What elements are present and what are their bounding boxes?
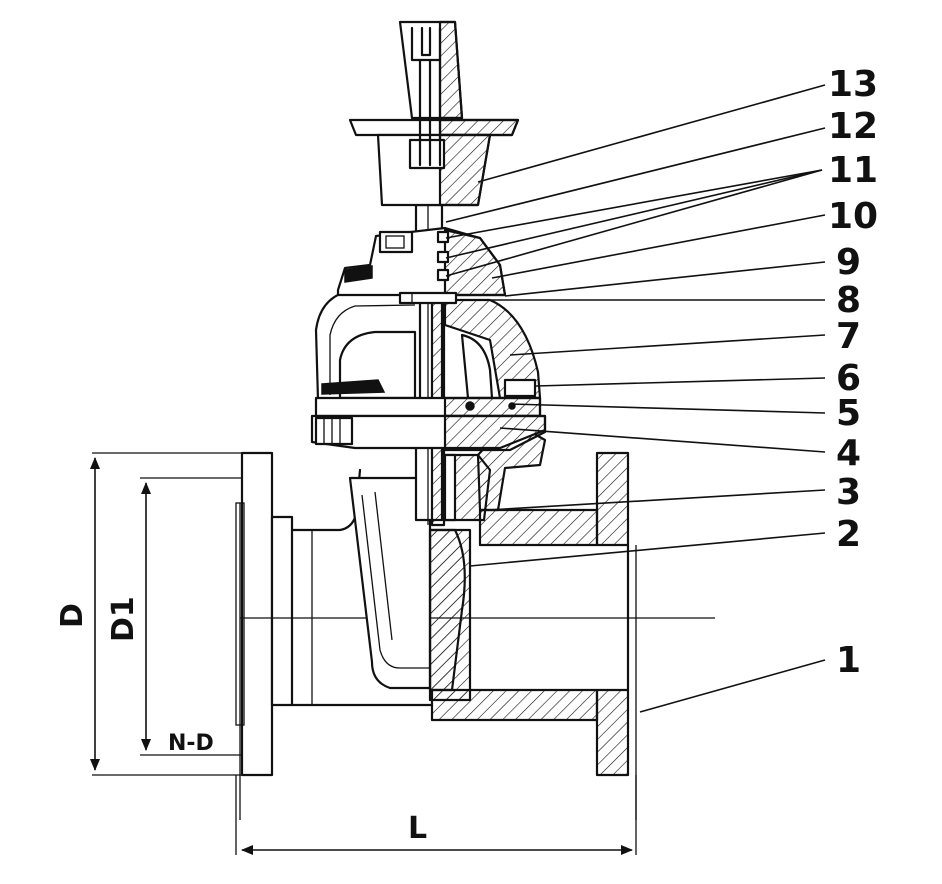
bonnet-bolt-right (503, 378, 537, 398)
body-wall-bottom-right (430, 688, 599, 722)
callout-labels: 13 12 11 10 9 8 7 6 5 4 3 2 1 (828, 64, 878, 681)
callout-8: 8 (836, 280, 861, 321)
bonnet-bolt (314, 416, 354, 446)
right-flange-top (595, 451, 630, 547)
right-flange-bottom (595, 688, 630, 777)
dim-d-label: D (55, 603, 90, 628)
callout-12: 12 (828, 106, 878, 147)
o-ring-middle (436, 250, 450, 264)
dim-d1-label: D1 (106, 596, 141, 642)
bonnet-gasket (321, 379, 386, 395)
callout-1: 1 (836, 640, 861, 681)
operating-cap (348, 20, 520, 207)
wedge-right-section (428, 528, 466, 692)
callout-11: 11 (828, 150, 878, 191)
o-ring (465, 401, 475, 411)
o-ring-lower (436, 268, 450, 282)
wedge-left-half (348, 476, 432, 690)
dim-l-label: L (408, 811, 427, 846)
left-neck (270, 515, 294, 707)
o-ring-upper (436, 230, 450, 244)
callout-2: 2 (836, 514, 861, 555)
callout-7: 7 (836, 316, 861, 357)
left-flange (240, 451, 274, 777)
dimensions: D D1 N-D L (55, 452, 637, 855)
callout-4: 4 (836, 433, 861, 474)
leader-lines (445, 84, 826, 713)
callout-9: 9 (836, 242, 861, 283)
callout-10: 10 (828, 196, 878, 237)
gland-cover-section (443, 228, 507, 297)
callout-3: 3 (836, 472, 861, 513)
packing-box (378, 230, 414, 254)
callout-6: 6 (836, 358, 861, 399)
cap-socket (408, 138, 446, 170)
dim-nd-label: N-D (168, 731, 214, 756)
body-wall-top-right (478, 508, 599, 547)
bonnet (310, 288, 547, 452)
gland-assembly (336, 226, 507, 305)
thrust-collar (398, 291, 458, 305)
callout-5: 5 (836, 393, 861, 434)
wedge (348, 476, 466, 692)
callout-13: 13 (828, 64, 878, 105)
